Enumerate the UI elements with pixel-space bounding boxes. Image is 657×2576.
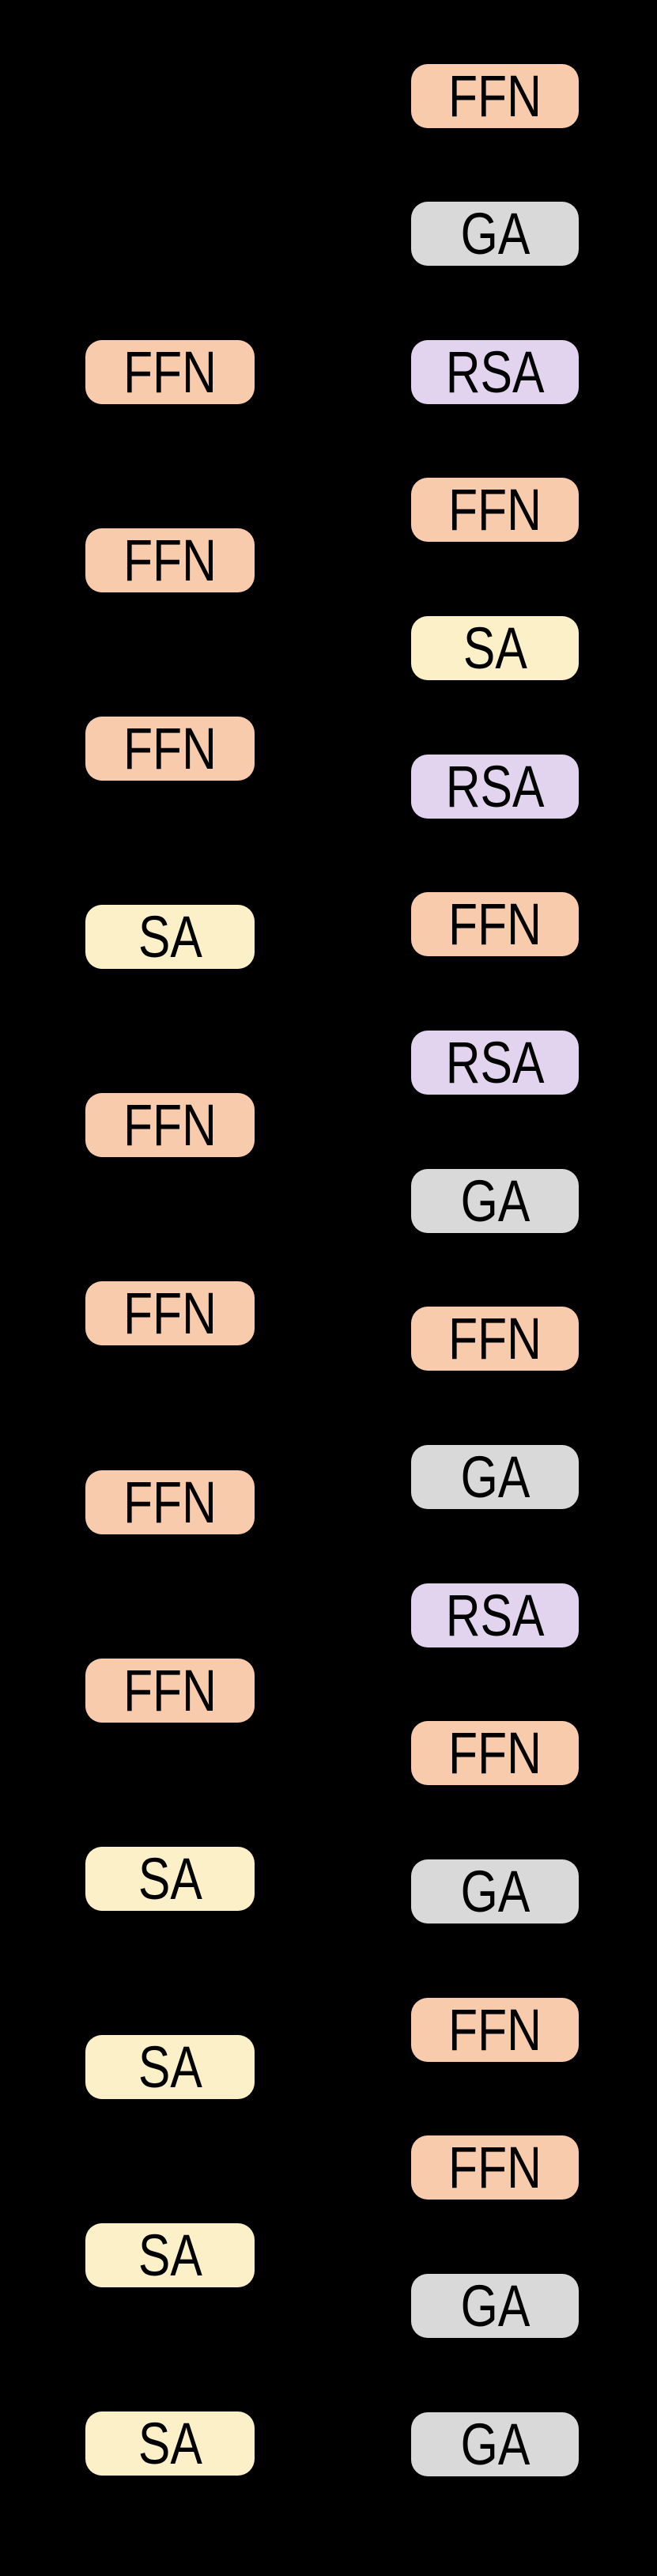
layer-box-right-12-rsa: RSA xyxy=(411,1583,579,1647)
layer-box-label: SA xyxy=(138,2222,202,2288)
layer-box-label: FFN xyxy=(123,1469,217,1535)
layer-box-label: SA xyxy=(463,615,527,681)
layer-box-label: GA xyxy=(460,1167,530,1234)
layer-box-label: SA xyxy=(138,2410,202,2476)
layer-box-left-6-ffn: FFN xyxy=(85,1281,255,1345)
layer-box-label: SA xyxy=(138,903,202,970)
layer-box-left-2-ffn: FFN xyxy=(85,528,255,592)
layer-box-left-8-ffn: FFN xyxy=(85,1659,255,1723)
layer-box-label: RSA xyxy=(445,339,545,405)
layer-box-left-1-ffn: FFN xyxy=(85,340,255,404)
layer-box-right-7-ffn: FFN xyxy=(411,892,579,956)
layer-box-label: GA xyxy=(460,2272,530,2339)
layer-box-right-14-ga: GA xyxy=(411,1859,579,1923)
layer-box-left-9-sa: SA xyxy=(85,1847,255,1911)
layer-box-label: FFN xyxy=(448,62,542,129)
layer-box-label: FFN xyxy=(448,2134,542,2200)
layer-box-label: SA xyxy=(138,2033,202,2100)
layer-box-right-16-ffn: FFN xyxy=(411,2135,579,2200)
layer-box-label: FFN xyxy=(448,1305,542,1371)
layer-box-label: FFN xyxy=(123,1280,217,1346)
layer-box-left-4-sa: SA xyxy=(85,905,255,969)
layer-box-label: FFN xyxy=(448,1719,542,1786)
layer-box-label: FFN xyxy=(123,1091,217,1158)
layer-box-label: FFN xyxy=(123,715,217,781)
layer-box-right-17-ga: GA xyxy=(411,2274,579,2338)
layer-box-right-5-sa: SA xyxy=(411,616,579,680)
layer-box-left-12-sa: SA xyxy=(85,2411,255,2476)
layer-box-label: FFN xyxy=(448,476,542,543)
layer-box-right-4-ffn: FFN xyxy=(411,478,579,542)
layer-box-label: FFN xyxy=(448,891,542,957)
layer-box-right-3-rsa: RSA xyxy=(411,340,579,404)
layer-box-left-5-ffn: FFN xyxy=(85,1093,255,1157)
layer-box-label: GA xyxy=(460,2411,530,2477)
layer-box-right-1-ffn: FFN xyxy=(411,64,579,128)
layer-box-right-13-ffn: FFN xyxy=(411,1721,579,1785)
layer-box-label: RSA xyxy=(445,1029,545,1095)
layer-box-label: SA xyxy=(138,1845,202,1912)
layer-box-left-7-ffn: FFN xyxy=(85,1470,255,1534)
layer-box-label: FFN xyxy=(448,1996,542,2063)
layer-box-left-10-sa: SA xyxy=(85,2035,255,2099)
layer-box-right-18-ga: GA xyxy=(411,2412,579,2476)
layer-box-label: GA xyxy=(460,1858,530,1924)
layer-box-right-2-ga: GA xyxy=(411,202,579,266)
layer-box-right-9-ga: GA xyxy=(411,1169,579,1233)
layer-box-right-15-ffn: FFN xyxy=(411,1998,579,2062)
layer-box-label: FFN xyxy=(123,339,217,405)
layer-box-label: RSA xyxy=(445,753,545,819)
layer-box-label: GA xyxy=(460,200,530,267)
layer-box-label: FFN xyxy=(123,527,217,593)
layer-box-label: FFN xyxy=(123,1657,217,1723)
layer-box-left-11-sa: SA xyxy=(85,2223,255,2287)
layer-box-right-8-rsa: RSA xyxy=(411,1031,579,1095)
layer-box-label: GA xyxy=(460,1443,530,1510)
layer-box-right-10-ffn: FFN xyxy=(411,1307,579,1371)
layer-box-right-6-rsa: RSA xyxy=(411,755,579,819)
layer-box-label: RSA xyxy=(445,1582,545,1648)
layer-box-left-3-ffn: FFN xyxy=(85,717,255,781)
layer-box-right-11-ga: GA xyxy=(411,1445,579,1509)
